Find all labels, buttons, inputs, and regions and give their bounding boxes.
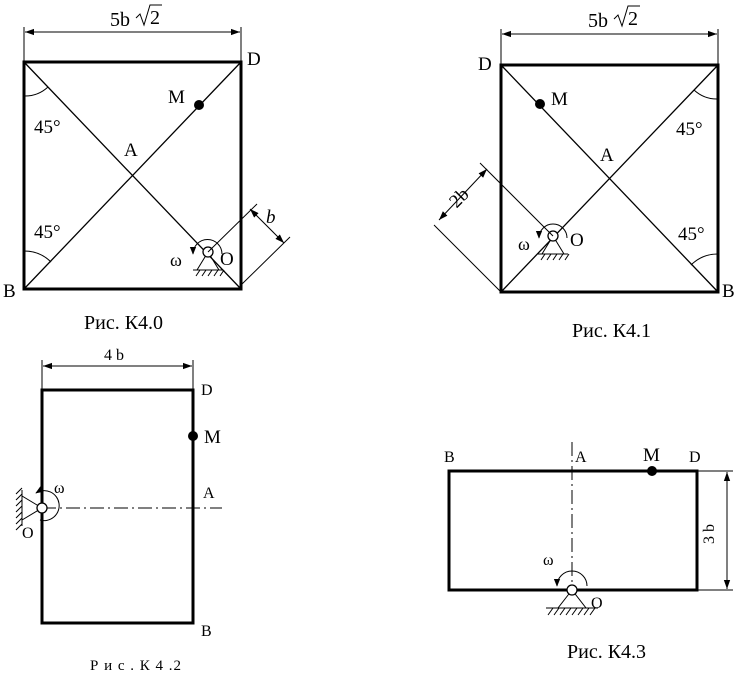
label-omega: ω	[54, 480, 65, 497]
width-dimension-label: 5b	[110, 9, 130, 31]
rotation-arrow	[189, 239, 223, 255]
label-a: A	[600, 145, 614, 166]
rotation-arrow	[35, 486, 60, 522]
pivot-support-o	[15, 487, 48, 531]
plate-square	[499, 63, 720, 294]
pivot-support-o	[538, 230, 570, 261]
angle-label-top: 45°	[676, 119, 703, 140]
width-dimension-label: 5b	[588, 10, 608, 32]
angle-label-bottom: 45°	[34, 222, 61, 243]
angle-label-bottom: 45°	[678, 224, 705, 245]
angle-label-top: 45°	[34, 117, 61, 138]
angle-arc-bottom	[23, 250, 52, 263]
label-o: O	[220, 249, 234, 270]
figure-k41: 5b 2 45° 45° M A D B ω O 2b Рис. К4.1	[433, 5, 735, 342]
label-d: D	[247, 49, 261, 70]
label-o: O	[570, 230, 584, 251]
caption-k43: Рис. К4.3	[567, 641, 646, 663]
angle-arc-bottom	[690, 253, 719, 266]
label-m: M	[204, 427, 221, 448]
side-dimension-label: b	[266, 207, 276, 228]
point-m	[194, 100, 204, 110]
label-a: A	[203, 485, 215, 502]
plate-rectangle	[447, 469, 699, 592]
plate-rectangle	[40, 388, 195, 625]
label-b: B	[722, 281, 735, 302]
side-dimension-line	[249, 208, 285, 244]
label-m: M	[168, 87, 185, 108]
caption-k41: Рис. К4.1	[572, 320, 651, 342]
angle-arc-top	[693, 89, 719, 100]
width-dimension-root: 2	[150, 7, 160, 29]
label-omega: ω	[543, 552, 554, 569]
label-omega: ω	[170, 250, 182, 270]
caption-k40: Рис. К4.0	[84, 312, 163, 334]
point-m	[188, 431, 198, 441]
label-d: D	[201, 382, 213, 399]
caption-k42: Р и с . К 4 .2	[90, 658, 182, 674]
figure-k40: 5b 2 45° 45° M A D B ω O b Рис.	[3, 4, 291, 334]
angle-arc-top	[23, 86, 49, 97]
width-dimension-root: 2	[628, 8, 638, 30]
pivot-support-o	[546, 584, 598, 616]
plate-square	[22, 60, 243, 291]
figure-k42: 4 b M D A B ω O Р и с . К 4 .2	[15, 347, 222, 674]
label-omega: ω	[518, 234, 530, 254]
label-o: O	[22, 525, 34, 542]
diagonal-2	[23, 61, 242, 290]
width-dimension-label: 4 b	[104, 347, 124, 364]
label-a: A	[124, 140, 138, 161]
label-b: B	[444, 449, 455, 466]
sqrt-sign	[135, 4, 162, 27]
figure-k43: 3 b M B A D ω O Рис. К4.3	[444, 442, 733, 663]
label-m: M	[551, 89, 568, 110]
point-m	[535, 99, 545, 109]
label-b: B	[3, 281, 16, 302]
label-m: M	[643, 445, 660, 466]
diagonal-2	[500, 64, 719, 293]
label-d: D	[689, 449, 701, 466]
label-o: O	[591, 595, 603, 612]
label-d: D	[478, 54, 492, 75]
label-a: A	[575, 449, 587, 466]
point-m	[647, 466, 657, 476]
sqrt-sign	[613, 5, 640, 28]
rotation-arrow	[553, 570, 588, 587]
label-b: B	[201, 623, 212, 640]
side-dimension-line	[438, 168, 488, 221]
rotation-arrow	[535, 223, 568, 239]
height-dimension-label: 3 b	[701, 524, 718, 544]
